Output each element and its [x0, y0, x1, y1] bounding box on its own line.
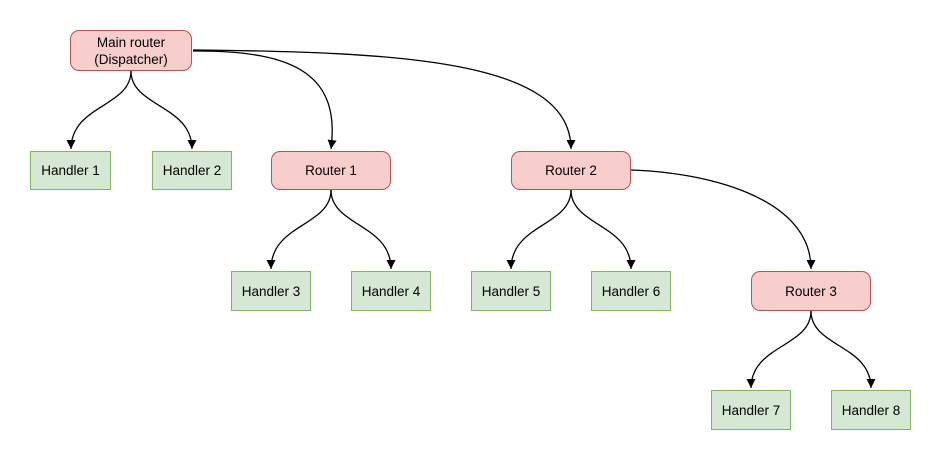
edge-router-1-to-handler-4 — [330, 189, 396, 270]
edge-router-2-to-router-3 — [630, 169, 816, 270]
edge-router-3-to-handler-7 — [746, 310, 812, 389]
edge-main-router-to-router-2 — [192, 49, 576, 150]
node-router-1: Router 1 — [271, 151, 391, 190]
edge-main-router-to-router-1 — [192, 50, 337, 150]
edge-router-2-to-handler-6 — [570, 189, 636, 270]
node-main-router: Main router (Dispatcher) — [70, 30, 192, 71]
node-handler-2: Handler 2 — [152, 151, 232, 190]
node-handler-8: Handler 8 — [831, 390, 911, 430]
edge-main-router-to-handler-1 — [66, 70, 132, 150]
edge-main-router-to-handler-2 — [130, 70, 197, 150]
edge-router-1-to-handler-3 — [266, 189, 332, 270]
node-handler-7: Handler 7 — [711, 390, 791, 430]
node-handler-3: Handler 3 — [231, 271, 311, 311]
node-router-3: Router 3 — [751, 271, 871, 311]
edge-router-2-to-handler-5 — [506, 189, 572, 270]
node-handler-1: Handler 1 — [30, 151, 111, 190]
edge-router-3-to-handler-8 — [810, 310, 876, 389]
node-handler-6: Handler 6 — [591, 271, 671, 311]
node-handler-5: Handler 5 — [471, 271, 551, 311]
node-handler-4: Handler 4 — [351, 271, 431, 311]
node-router-2: Router 2 — [511, 151, 631, 190]
